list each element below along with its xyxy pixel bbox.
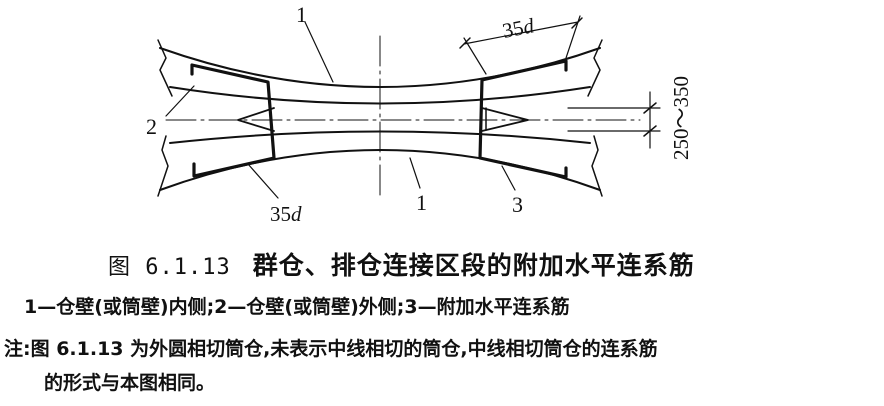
leader-3: [501, 165, 516, 191]
dim-35d-top-ext-left: [463, 37, 487, 75]
break-line-left-top: [157, 39, 173, 97]
label-1-top: 1: [296, 2, 307, 27]
leader-35d-bottom: [247, 163, 279, 199]
break-line-right-bottom: [591, 135, 603, 197]
label-35d-bottom: 35d: [270, 202, 302, 226]
figure-number: 图 6.1.13: [108, 255, 231, 280]
leader-2: [165, 85, 195, 117]
note-line-2: 的形式与本图相同。: [44, 372, 216, 394]
label-35d-top-num: 35: [500, 15, 525, 43]
figure-title: 图 6.1.13 群仓、排仓连接区段的附加水平连系筋: [108, 246, 695, 282]
dim-spacing-tick-upper: [643, 102, 657, 114]
label-3: 3: [512, 192, 523, 217]
label-35d-top-var: d: [521, 13, 536, 39]
label-35d-bottom-var: d: [291, 202, 302, 226]
note-line-1: 注:图 6.1.13 为外圆相切筒仓,未表示中线相切的筒仓,中线相切筒仓的连系筋: [4, 338, 658, 360]
label-spacing-dimension: 250～350: [669, 76, 693, 160]
label-2: 2: [146, 114, 157, 139]
break-line-left-bottom: [157, 135, 169, 197]
tie-bar-right: [478, 59, 568, 179]
dim-35d-top-line: [463, 21, 579, 45]
break-line-right-top: [587, 39, 603, 97]
label-35d-top: 35d: [500, 13, 536, 43]
dim-35d-top-tick-left: [459, 37, 471, 49]
figure-legend: 1—仓壁(或筒壁)内侧;2—仓壁(或筒壁)外侧;3—附加水平连系筋: [24, 296, 570, 318]
leader-1-bottom: [409, 157, 421, 189]
dim-35d-top-tick-right: [571, 17, 583, 29]
leader-1-top: [304, 21, 334, 83]
dim-spacing-tick-lower: [643, 125, 657, 137]
label-1-bottom: 1: [416, 190, 427, 215]
tie-bar-left: [190, 63, 276, 178]
tie-bar-right-inner: [481, 107, 529, 132]
figure-title-text: 群仓、排仓连接区段的附加水平连系筋: [252, 251, 695, 280]
label-35d-bottom-num: 35: [270, 202, 291, 226]
tie-bar-left-inner: [237, 107, 275, 132]
